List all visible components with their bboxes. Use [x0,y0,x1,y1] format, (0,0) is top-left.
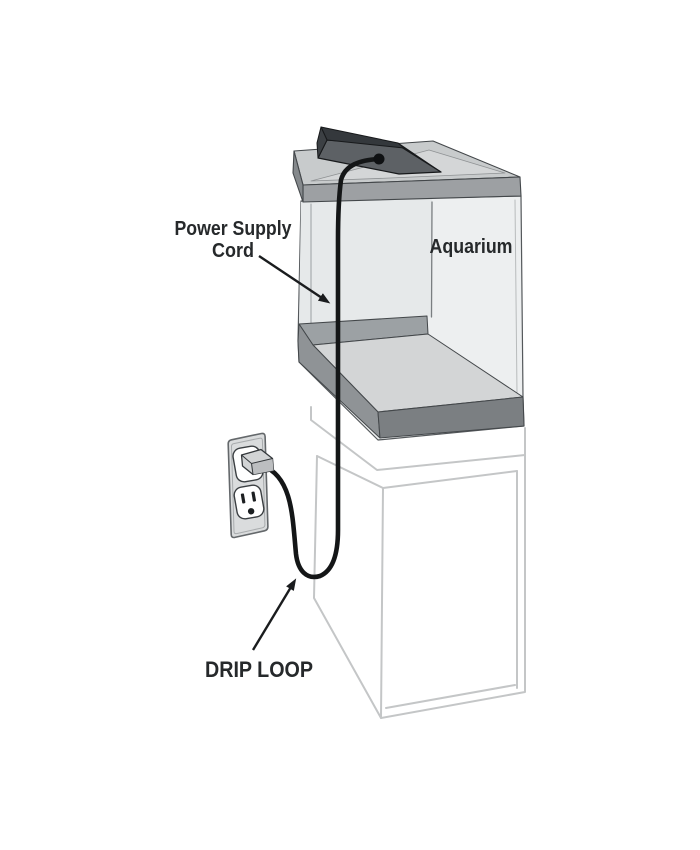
outlet-ground-hole [247,508,255,515]
aquarium-stand [310,406,526,719]
power-plug [240,448,275,476]
outlet-slot-left [240,493,246,504]
outlet-plate-bevel [230,437,266,535]
outlet-bottom-receptacle [233,484,265,520]
power-cord [260,156,382,580]
cord-attachment-dot [373,153,385,165]
wall-outlet [227,432,269,539]
stand-body-face [314,455,525,718]
annotations: Power Supply Cord Aquarium DRIP LOOP [175,218,513,682]
stand-near-leg-edge [380,487,384,719]
label-aquarium: Aquarium [430,236,513,258]
stand-bottom-inner-edge [385,684,516,709]
tank-frame-left-band [292,150,304,203]
tank-back-edge [430,201,433,318]
tank-glass-left-pane [299,198,432,324]
label-drip-loop: DRIP LOOP [205,657,313,682]
tank-rim-front-band [377,396,525,439]
plug-facet-lines [241,454,273,475]
label-power-supply-line1: Power Supply [175,218,293,240]
label-power-supply-line2: Cord [212,240,254,262]
tank-right-inner-edge [514,199,518,395]
outlet-slot-right [251,491,257,502]
aquarium-tank [292,140,525,441]
fixture-left-cap [316,126,328,159]
drip-loop-arrow [251,578,297,651]
stand-lip-face [311,407,525,470]
stand-lip-edges [310,406,526,471]
power-cord-arrow [258,255,331,304]
